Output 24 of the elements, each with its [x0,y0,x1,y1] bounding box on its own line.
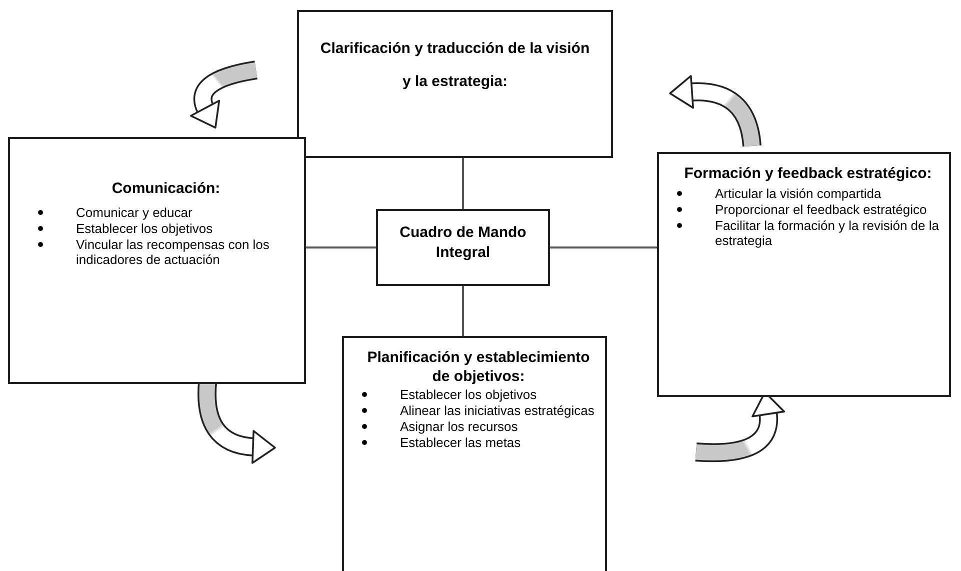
bullet-text: Articular la visión compartida [715,186,882,201]
text-box [8,137,306,384]
bullet-text: Vincular las recompensas con los indicadores de actuación [76,237,270,267]
box-heading: Cuadro de Mando Integral [398,223,528,263]
bullet-text: Establecer los objetivos [400,387,537,402]
text-box [297,10,613,158]
central-box [376,209,550,286]
connector-line [462,158,464,209]
bullet-text: Establecer los objetivos [76,221,213,236]
text-box [657,152,951,397]
connector-line [462,286,464,336]
bullet-text: Facilitar la formación y la revisión de la estrategia [715,218,939,248]
box-heading: Planificación y establecimiento de objetivos: [366,348,591,386]
box-heading: Comunicación: [110,179,222,198]
box-heading: Formación y feedback estratégico: [683,164,933,183]
bullet-text: Asignar los recursos [400,419,518,434]
bullet-text: Comunicar y educar [76,205,192,220]
box-heading: Clarificación y traducción de la visión y la estrategia: [319,39,591,92]
connector-line [306,246,376,248]
text-box [342,336,607,571]
connector-line [550,246,657,248]
bullet-text: Establecer las metas [400,435,521,450]
bullet-text: Alinear las iniciativas estratégicas [400,403,594,418]
bullet-text: Proporcionar el feedback estratégico [715,202,927,217]
